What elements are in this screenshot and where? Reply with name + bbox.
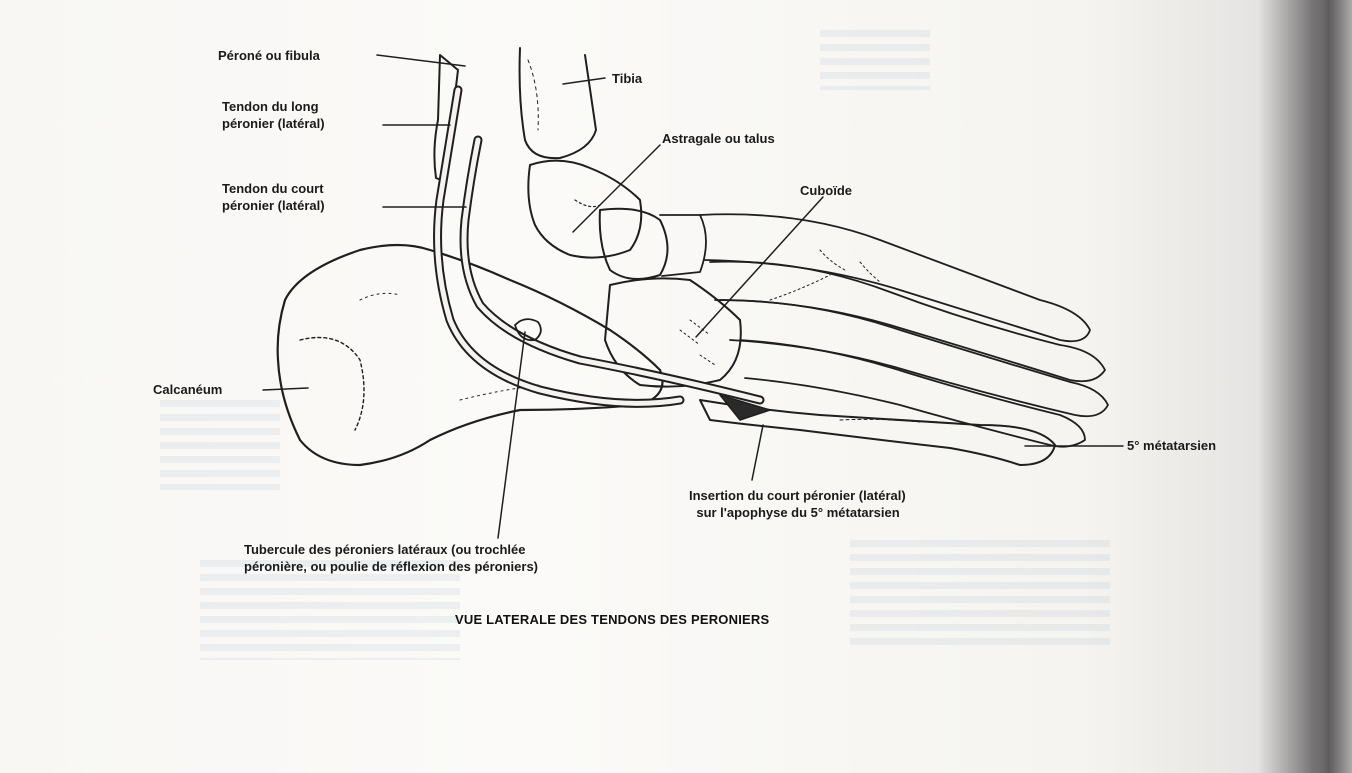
leader-lines <box>263 55 1123 538</box>
label-calcaneum: Calcanéum <box>153 381 222 398</box>
label-metatarsien: 5° métatarsien <box>1127 437 1216 454</box>
label-tubercule: Tubercule des péroniers latéraux (ou tro… <box>244 541 538 575</box>
label-court-peronier: Tendon du court péronier (latéral) <box>222 180 325 214</box>
tibia-bone <box>520 48 596 158</box>
label-perone: Péroné ou fibula <box>218 47 320 64</box>
leader-calcaneum <box>263 388 308 390</box>
leader-tibia <box>563 78 605 84</box>
label-long-peronier: Tendon du long péronier (latéral) <box>222 98 325 132</box>
leader-astragale <box>573 145 660 232</box>
label-cuboide: Cuboïde <box>800 182 852 199</box>
figure-caption: VUE LATERALE DES TENDONS DES PERONIERS <box>455 612 769 627</box>
metatarsal-3 <box>720 300 1108 416</box>
label-astragale: Astragale ou talus <box>662 130 775 147</box>
leader-tubercule <box>498 332 525 538</box>
metatarsal-2 <box>710 262 1105 382</box>
scan-edge-shadow <box>1310 0 1352 773</box>
metatarsal-1 <box>700 214 1090 341</box>
leader-insertion <box>752 425 763 480</box>
leader-cuboide <box>696 197 823 337</box>
label-tibia: Tibia <box>612 70 642 87</box>
label-insertion: Insertion du court péronier (latéral) su… <box>689 487 906 521</box>
leader-perone <box>377 55 465 66</box>
